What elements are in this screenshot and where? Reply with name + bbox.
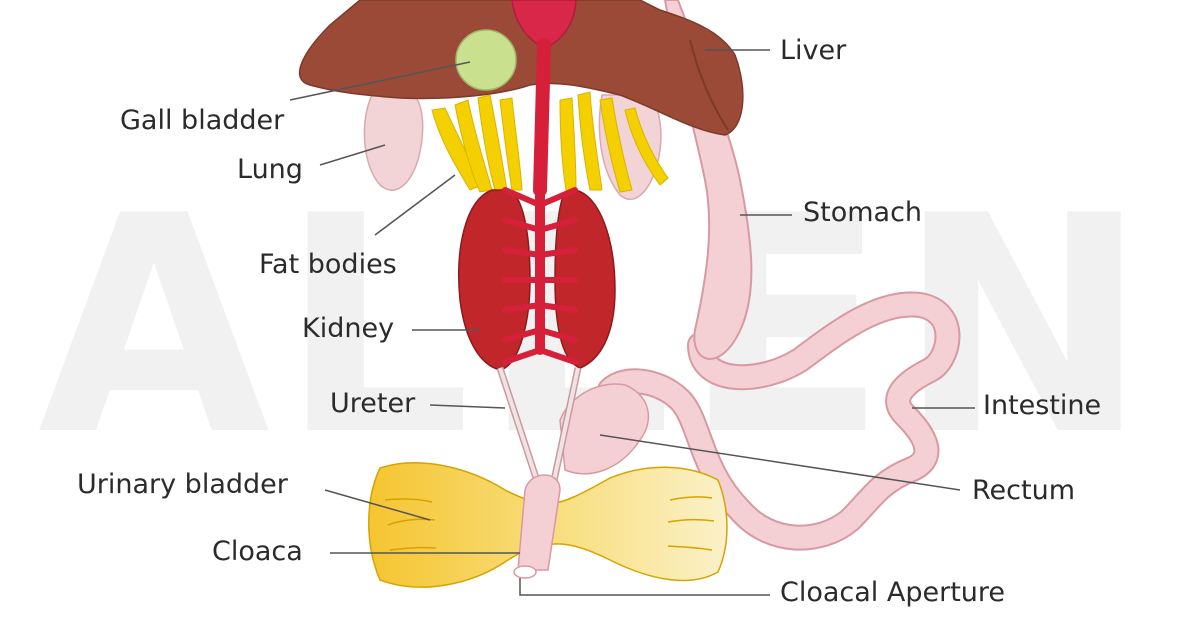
label-urinary-bladder: Urinary bladder	[77, 469, 288, 500]
left-lung	[363, 91, 424, 191]
right-kidney	[554, 189, 616, 369]
label-kidney: Kidney	[302, 313, 395, 344]
leader-lines	[289, 49, 975, 596]
label-cloacal-aperture: Cloacal Aperture	[780, 577, 1006, 608]
fat-bodies-left	[431, 94, 523, 193]
liver	[299, 0, 744, 136]
label-ureter: Ureter	[330, 388, 416, 419]
label-liver: Liver	[780, 35, 847, 66]
blood-vessels	[502, 38, 578, 365]
cloacal-aperture	[513, 565, 537, 579]
label-intestine: Intestine	[983, 390, 1102, 421]
fat-bodies-right	[559, 91, 669, 193]
label-rectum: Rectum	[972, 475, 1076, 506]
cloaca	[517, 474, 561, 571]
rectum	[559, 383, 650, 475]
label-lung: Lung	[237, 154, 303, 185]
gall-bladder	[455, 29, 517, 91]
label-gall-bladder: Gall bladder	[120, 105, 285, 136]
label-fat-bodies: Fat bodies	[259, 249, 397, 280]
label-stomach: Stomach	[803, 197, 923, 228]
label-cloaca: Cloaca	[212, 536, 303, 567]
